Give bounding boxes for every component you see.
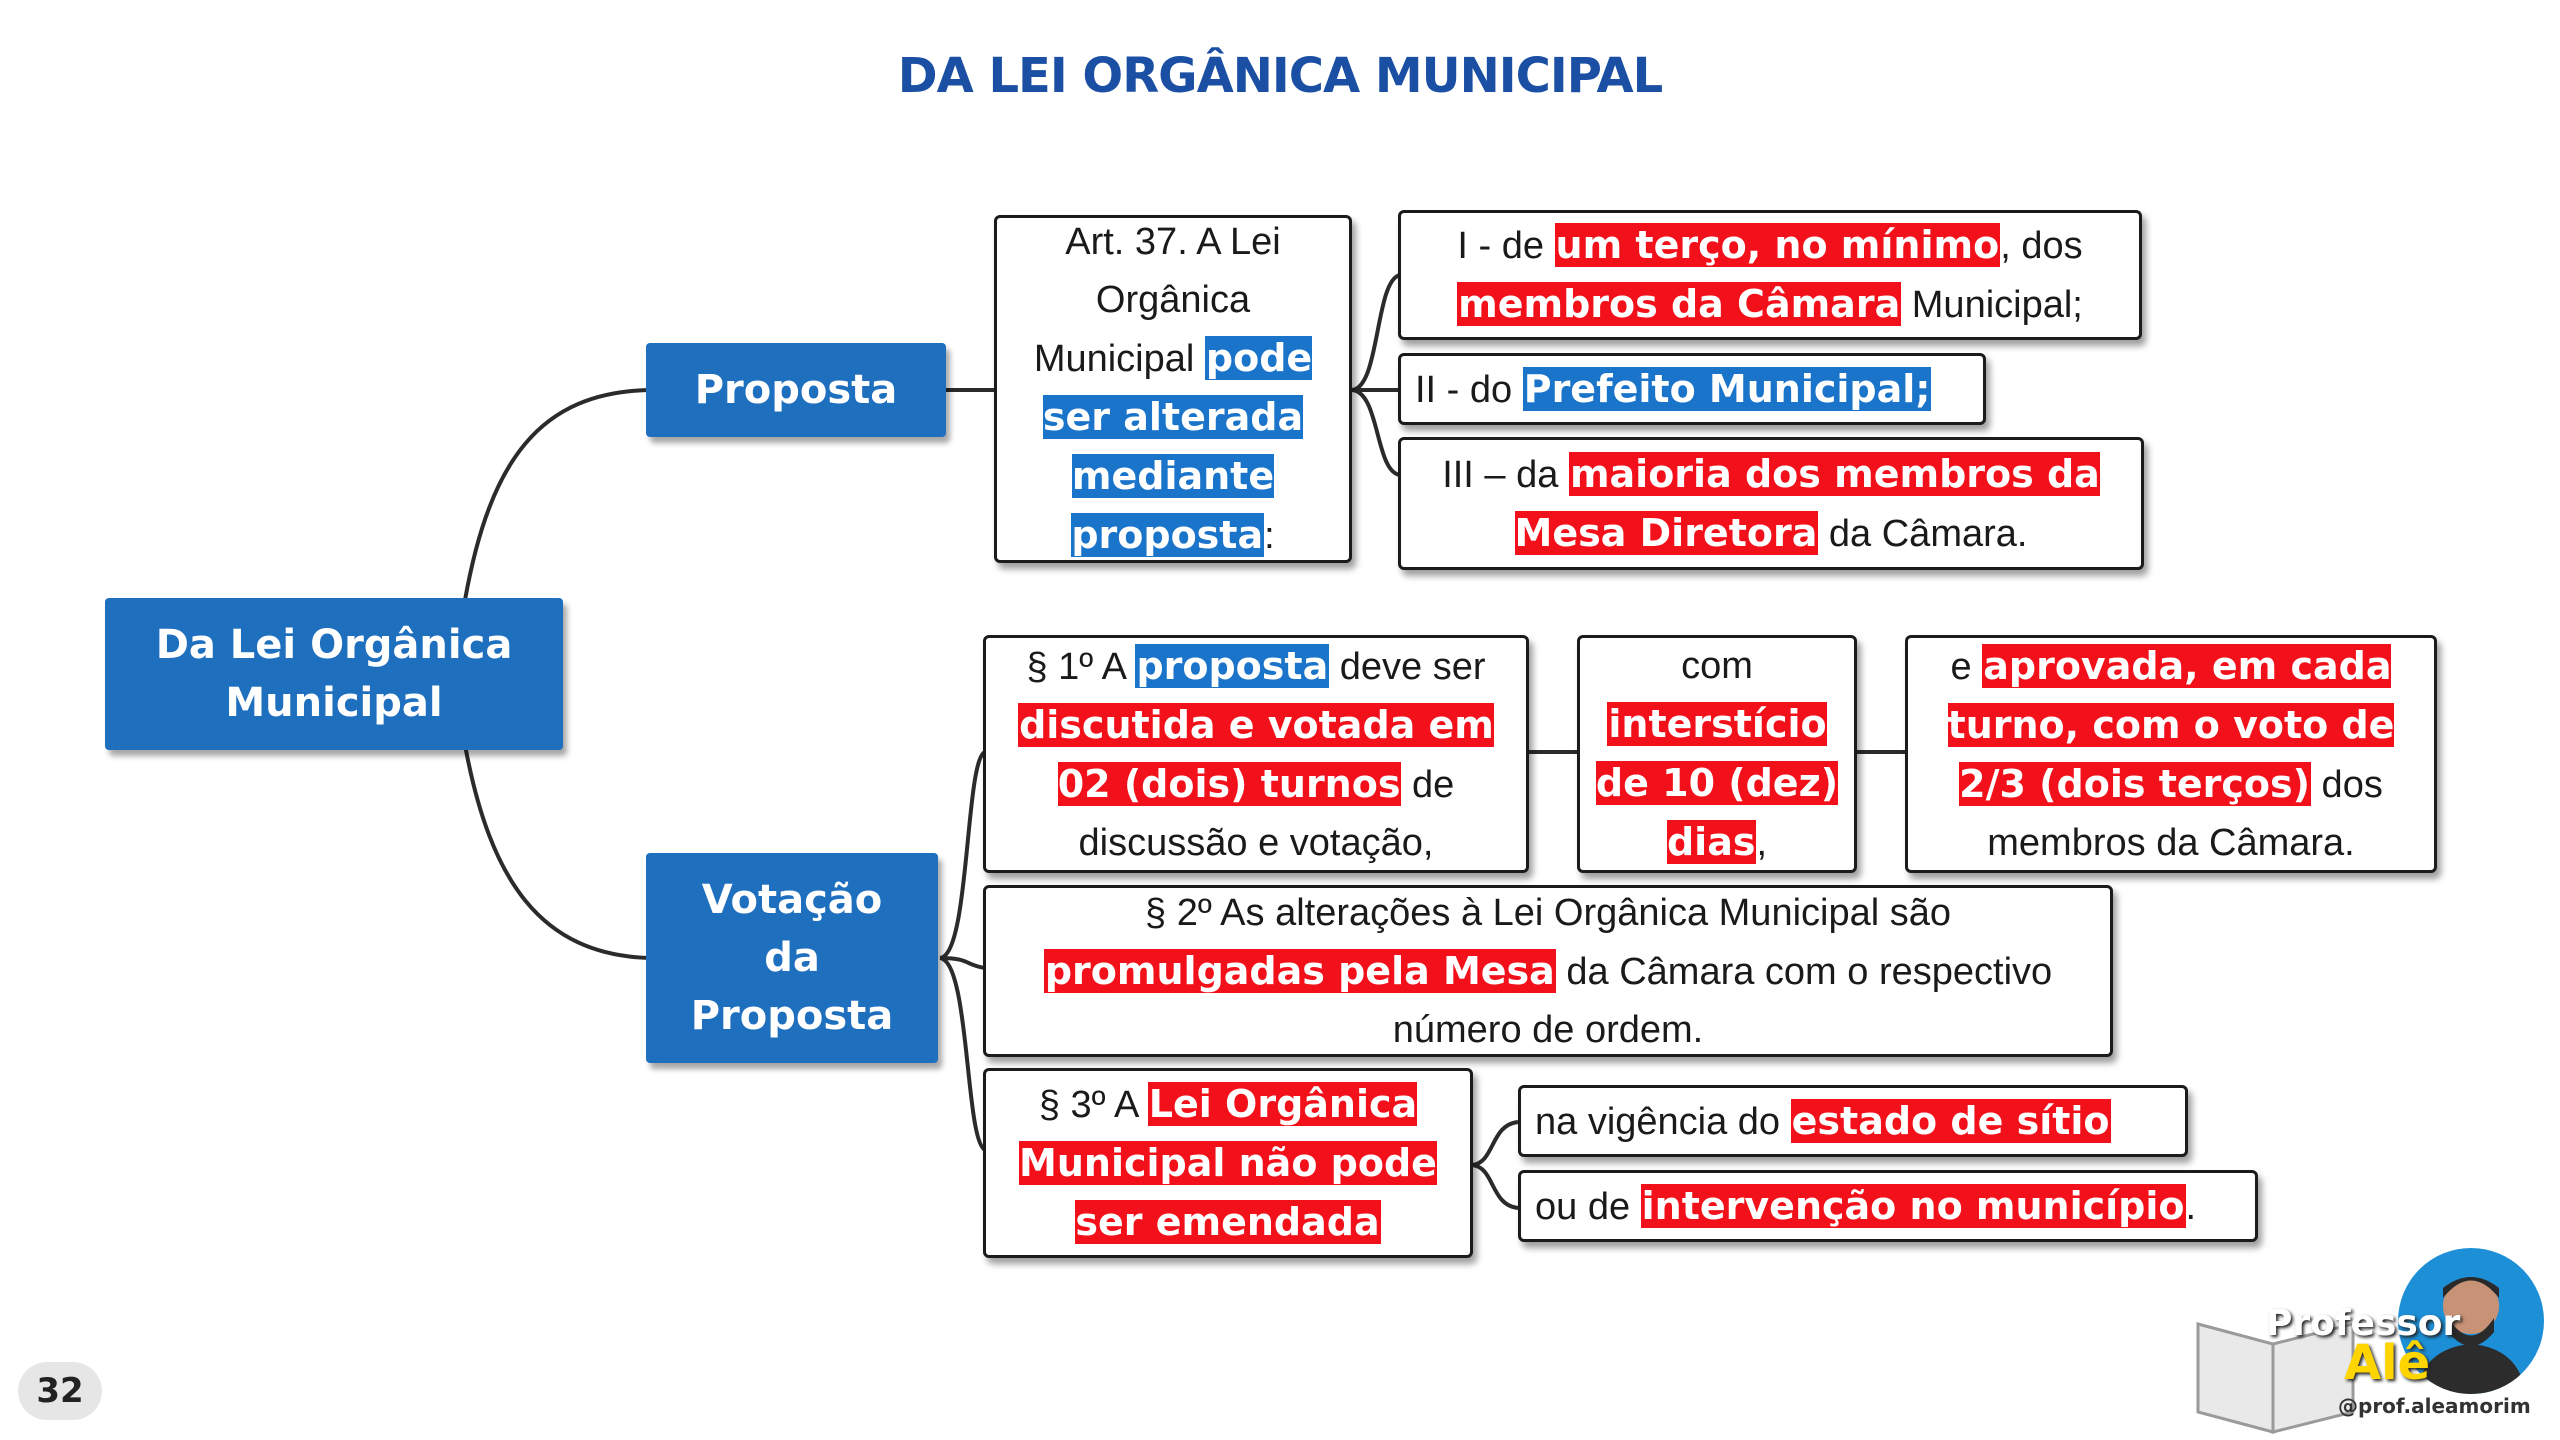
item-ii-text: II - do [1415,368,1523,411]
art37-card: Art. 37. A Lei Orgânica Municipal pode s… [994,215,1352,563]
root-label-line1: Da Lei Orgânica [155,622,513,668]
book-icon [2196,1322,2355,1434]
brand-handle: @prof.aleamorim [2338,1394,2531,1418]
page-number: 32 [18,1362,102,1420]
connector-root-proposta [463,388,651,601]
p1b-highlight: interstício de 10 (dez) dias [1595,701,1839,864]
item-i-card: I - de um terço, no mínimo, dos membros … [1398,210,2142,340]
connector-votacao-paras [939,750,987,1152]
paragraph-1-card: § 1º A proposta deve ser discutida e vot… [983,635,1529,873]
p1b-text2: , [1756,821,1768,864]
root-label-line2: Municipal [225,680,443,726]
p1c-text1: e [1950,645,1983,688]
p3-text: § 3º A [1038,1083,1148,1126]
p3b-text1: ou de [1535,1185,1641,1228]
p1-text1: § 1º A [1026,645,1136,688]
item-i-highlight2: membros da Câmara [1457,282,1902,326]
art37-text-end: : [1264,515,1275,557]
page-title: DA LEI ORGÂNICA MUNICIPAL [897,48,1663,104]
p1-text2: deve ser [1329,645,1486,688]
person-icon [2416,1277,2526,1394]
p2-highlight: promulgadas pela Mesa [1043,948,1556,993]
art37-text: Art. 37. A Lei Orgânica Municipal [1033,221,1281,380]
p3a-highlight: estado de sítio [1790,1098,2111,1143]
item-iii-text1: III – da [1442,453,1569,496]
votacao-label-line3: Proposta [690,993,894,1039]
item-ii-highlight: Prefeito Municipal; [1522,366,1932,411]
p2-text2: da Câmara com o respectivo número de ord… [1392,950,2053,1051]
p3b-highlight: intervenção no município [1640,1183,2186,1228]
connector-art-items [1351,273,1401,477]
item-i-text3: Municipal; [1901,284,2083,326]
votacao-label-line2: da [764,935,820,981]
p3b-text2: . [2185,1185,2197,1228]
votacao-label-line1: Votação [701,877,883,923]
connector-p3-sub [1471,1120,1519,1210]
brand-logo: Professor Alê @prof.aleamorim [2188,1244,2560,1440]
brand-name: Professor [2266,1303,2461,1344]
avatar [2398,1248,2544,1394]
connector-root-votacao [463,744,651,960]
proposta-label: Proposta [694,367,898,413]
paragraph-3a-card: na vigência do estado de sítio [1518,1085,2188,1157]
p1c-text2: dos membros da Câmara. [1987,763,2383,864]
paragraph-3b-card: ou de intervenção no município. [1518,1170,2258,1242]
paragraph-1c-card: e aprovada, em cada turno, com o voto de… [1905,635,2437,873]
item-iii-card: III – da maioria dos membros da Mesa Dir… [1398,437,2144,570]
item-i-highlight1: um terço, no mínimo [1554,223,2001,267]
p2-text1: § 2º As alterações à Lei Orgânica Munici… [1145,891,1951,934]
p1b-text1: com [1681,644,1753,687]
item-ii-card: II - do Prefeito Municipal; [1398,353,1986,425]
p1-text3: de discussão e votação, [1078,763,1455,864]
paragraph-2-card: § 2º As alterações à Lei Orgânica Munici… [983,885,2113,1057]
brand-name-accent: Alê [2344,1335,2431,1391]
proposta-node[interactable]: Proposta [646,343,946,437]
p1-highlight1: proposta [1135,643,1330,688]
item-i-text2: , dos [2000,225,2083,267]
item-i-text1: I - de [1457,225,1555,267]
item-iii-text2: da Câmara. [1818,512,2028,555]
paragraph-3-card: § 3º A Lei Orgânica Municipal não pode s… [983,1068,1473,1258]
p3a-text: na vigência do [1535,1100,1791,1143]
paragraph-1b-card: com interstício de 10 (dez) dias, [1577,635,1857,873]
